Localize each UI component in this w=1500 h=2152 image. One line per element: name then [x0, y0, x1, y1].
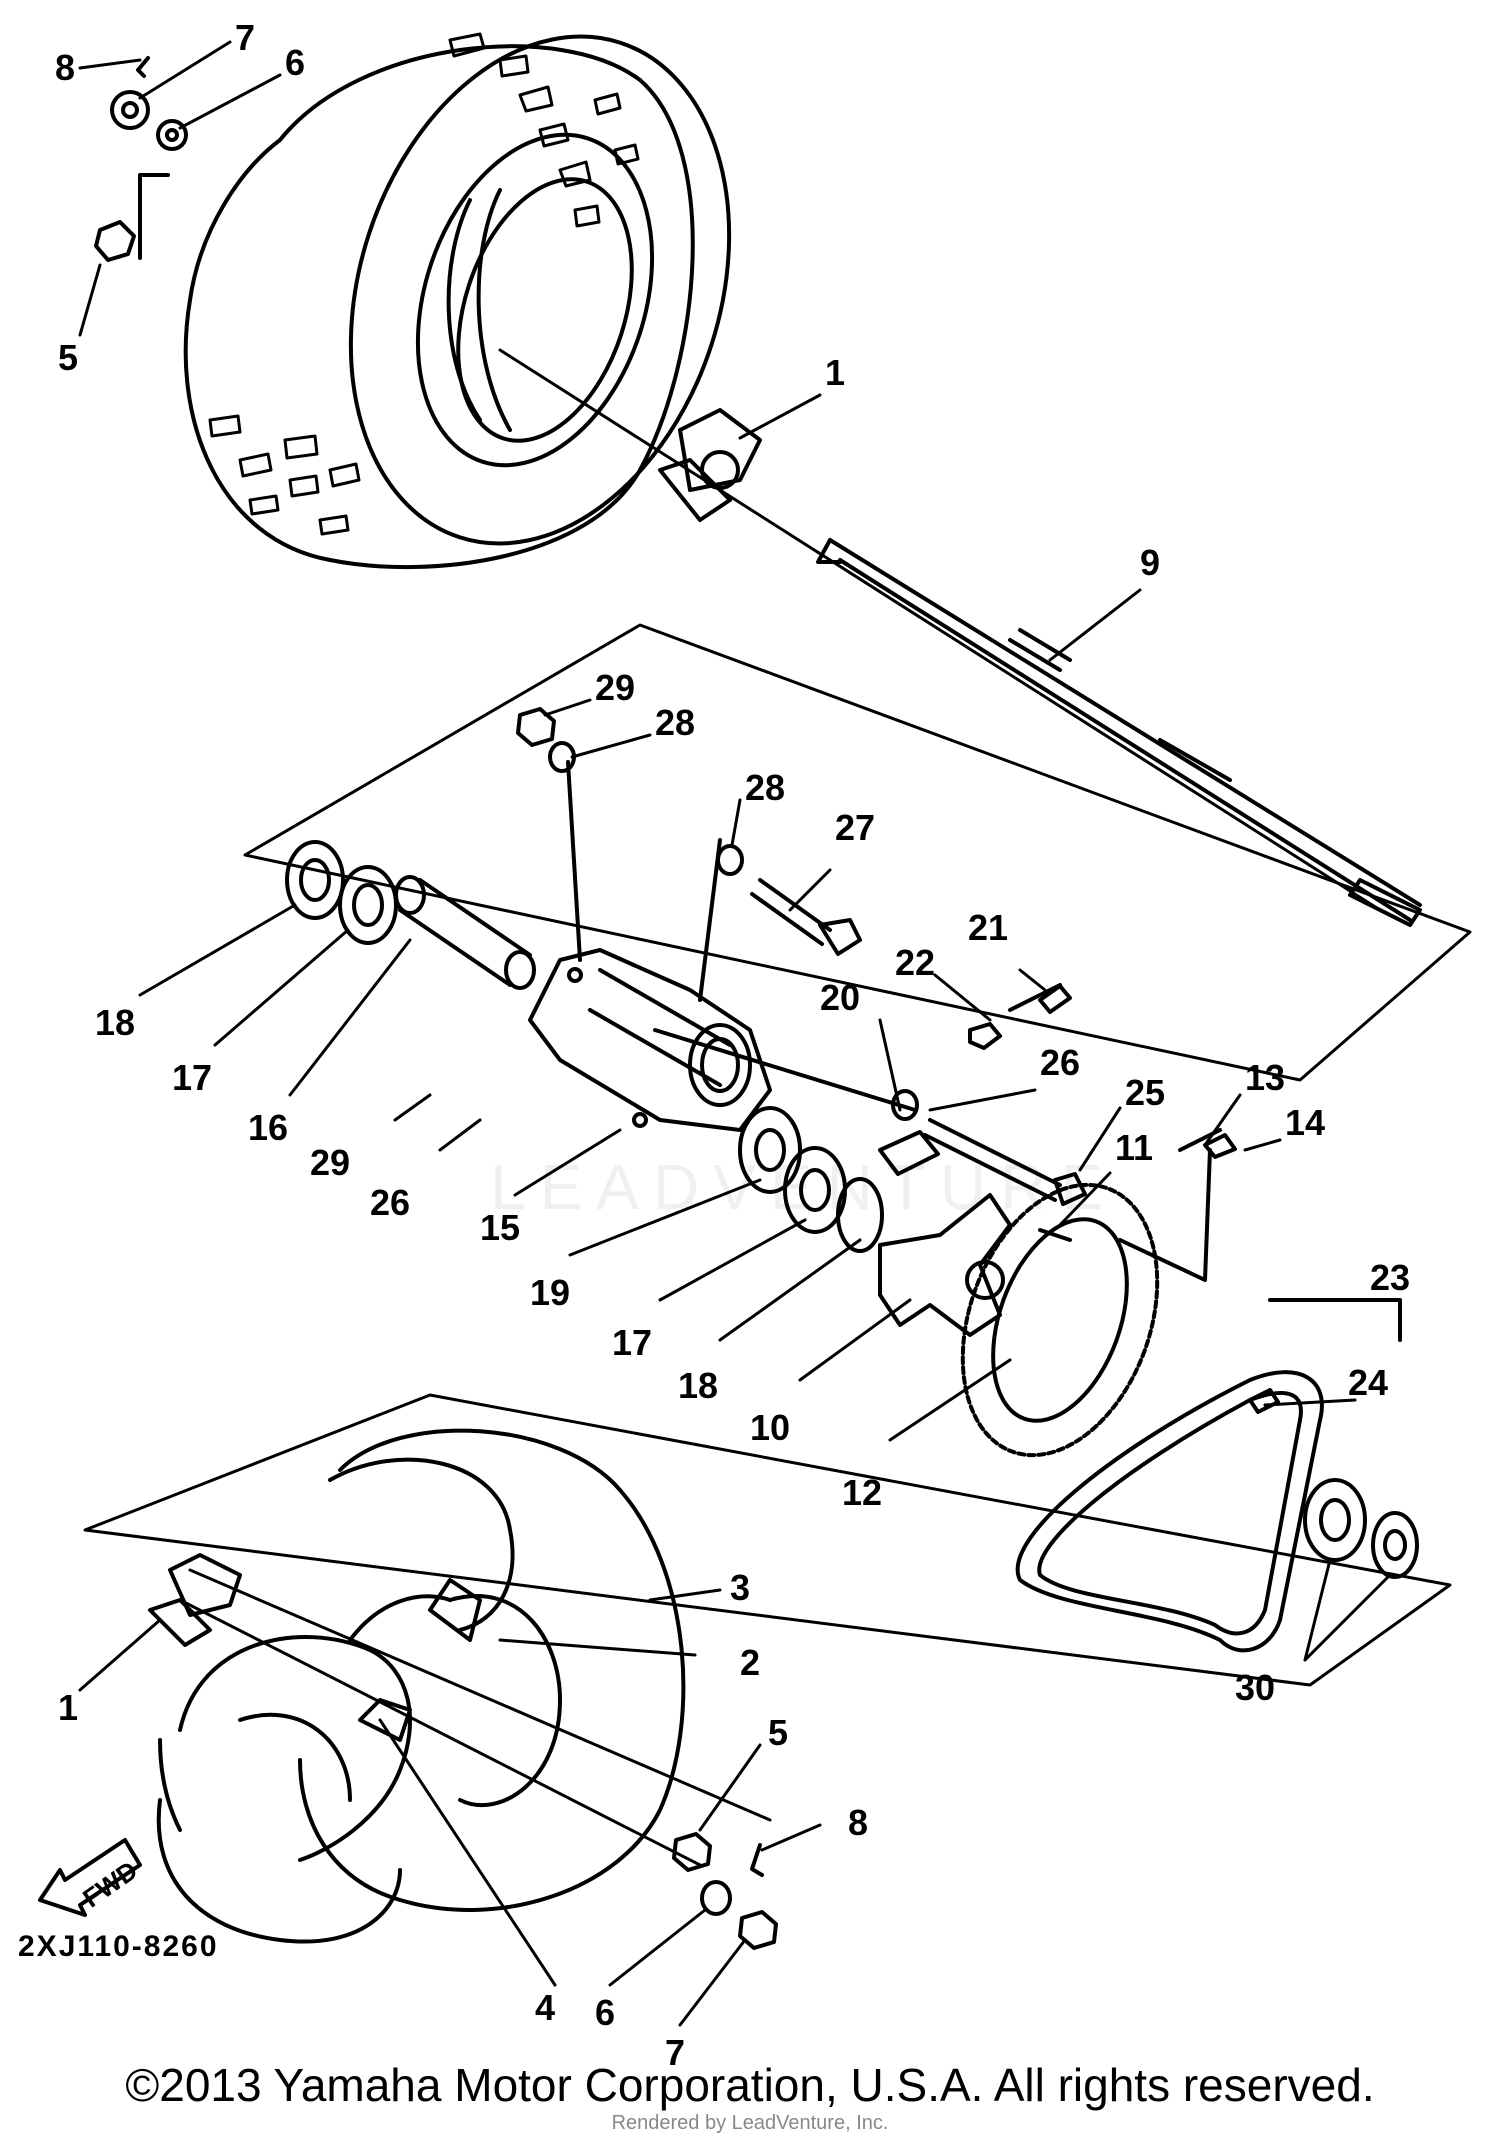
lower-small-parts — [672, 1832, 778, 1950]
callout-7: 7 — [235, 17, 255, 58]
lower-tire — [148, 1428, 686, 1944]
callout-28: 28 — [655, 702, 695, 743]
callout-22: 22 — [895, 942, 935, 983]
callout-13: 13 — [1245, 1057, 1285, 1098]
upper-wheel-hub — [658, 408, 762, 522]
callout-28: 28 — [745, 767, 785, 808]
callout-8: 8 — [55, 47, 75, 88]
lower-wheel-boundary — [83, 1393, 1452, 1687]
callout-23: 23 — [1370, 1257, 1410, 1298]
callout-6: 6 — [285, 42, 305, 83]
callout-27: 27 — [835, 807, 875, 848]
upper-tire — [183, 32, 732, 570]
callout-29: 29 — [310, 1142, 350, 1183]
callout-2: 2 — [740, 1642, 760, 1683]
copyright-notice: ©2013 Yamaha Motor Corporation, U.S.A. A… — [125, 2059, 1375, 2111]
housing-assembly-boundary — [243, 623, 1472, 1082]
callout-26: 26 — [1040, 1042, 1080, 1083]
axle-housing — [528, 948, 772, 1132]
right-bearings — [738, 1106, 884, 1253]
callout-10: 10 — [750, 1407, 790, 1448]
diagram-code: 2XJ110-8260 — [18, 1930, 219, 1963]
callout-14: 14 — [1285, 1102, 1325, 1143]
callout-30: 30 — [1235, 1667, 1275, 1708]
callout-6: 6 — [595, 1992, 615, 2033]
callout-9: 9 — [1140, 542, 1160, 583]
callout-3: 3 — [730, 1567, 750, 1608]
callout-24: 24 — [1348, 1362, 1388, 1403]
left-bearings-and-spacer — [285, 840, 536, 990]
callout-1: 1 — [825, 352, 845, 393]
callout-20: 20 — [820, 977, 860, 1018]
callout-18: 18 — [95, 1002, 135, 1043]
wheel-rim — [358, 1578, 482, 1742]
callout-25: 25 — [1125, 1072, 1165, 1113]
watermark: LEADVENTURE — [490, 1151, 1117, 1223]
callout-26: 26 — [370, 1182, 410, 1223]
lower-axle-line — [178, 1568, 772, 1867]
callout-11: 11 — [1115, 1127, 1153, 1168]
callout-4: 4 — [535, 1987, 555, 2028]
callout-8: 8 — [848, 1802, 868, 1843]
drive-sprocket — [960, 1128, 1237, 1458]
callout-16: 16 — [248, 1107, 288, 1148]
callout-17: 17 — [612, 1322, 652, 1363]
fwd-label-layer: FWD — [77, 1855, 143, 1914]
rear-axle — [816, 538, 1422, 927]
callout-15: 15 — [480, 1207, 520, 1248]
fwd-arrow — [38, 1838, 142, 1917]
callout-5: 5 — [58, 337, 78, 378]
callout-18: 18 — [678, 1365, 718, 1406]
upper-small-parts — [94, 56, 188, 262]
chain-adjuster — [653, 983, 1087, 1242]
callout-19: 19 — [530, 1272, 570, 1313]
bolt-27 — [716, 844, 862, 956]
callout-5: 5 — [768, 1712, 788, 1753]
callout-12: 12 — [842, 1472, 882, 1513]
fwd-label: FWD — [77, 1855, 143, 1914]
axle-center-line — [498, 348, 1382, 912]
callout-21: 21 — [968, 907, 1008, 948]
callout-7: 7 — [665, 2032, 685, 2073]
rendered-by-note: Rendered by LeadVenture, Inc. — [611, 2112, 889, 2134]
axle-bearings-30 — [1303, 1478, 1419, 1579]
callout-1: 1 — [58, 1687, 78, 1728]
drive-chain — [1015, 1298, 1402, 1653]
leader-lines — [78, 40, 1392, 2027]
callout-29: 29 — [595, 667, 635, 708]
callout-17: 17 — [172, 1057, 212, 1098]
